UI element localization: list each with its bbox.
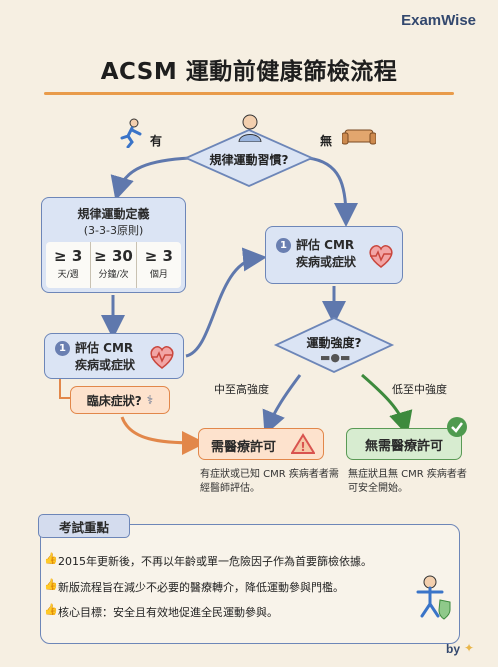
cmr-right-text: 1 評估 CMR 疾病或症狀 <box>276 237 356 271</box>
clearance-not-needed-box: 無需醫療許可 <box>346 428 462 460</box>
arrow-yes <box>110 156 191 201</box>
exam-key-points-panel <box>40 524 460 644</box>
svg-text:!: ! <box>300 440 305 454</box>
regular-exercise-definition: 規律運動定義 (3-3-3原則) ≥ 3 天/週 ≥ 30 分鐘/次 ≥ 3 個… <box>41 197 186 293</box>
yes-label: 有 <box>150 134 163 148</box>
couch-icon <box>342 129 376 145</box>
clinical-symptoms-box: 臨床症狀? ⚕ <box>70 386 170 414</box>
clearance-needed-label: 需醫療許可 <box>211 440 277 455</box>
arrow-cmr-left-right <box>185 247 267 358</box>
arrow-low <box>361 373 413 436</box>
decision-habit-label: 規律運動習慣? <box>209 153 289 167</box>
low-intensity-label: 低至中強度 <box>392 383 447 396</box>
arrow-high <box>262 374 302 436</box>
cmr-assessment-right: 1 評估 CMR 疾病或症狀 <box>265 226 403 284</box>
doctor-icon <box>238 114 262 142</box>
footer-logo-icon: ✦ <box>463 641 474 655</box>
exam-point: 新版流程旨在減少不必要的醫療轉介，降低運動參與門檻。 <box>58 581 344 594</box>
definition-value: ≥ 30 <box>94 247 133 265</box>
definition-item: ≥ 3 天/週 <box>46 242 92 288</box>
definition-item: ≥ 30 分鐘/次 <box>91 242 137 288</box>
definition-subtitle: (3-3-3原則) <box>83 224 144 237</box>
decision-diamond-intensity <box>273 317 395 373</box>
heart-pulse-icon <box>150 346 174 369</box>
no-label: 無 <box>320 134 333 148</box>
clearance-not-needed-note: 無症狀且無 CMR 疾病者者可安全開始。 <box>348 469 467 494</box>
runner-icon <box>120 118 142 148</box>
clinical-symptoms-label: 臨床症狀? <box>86 393 142 408</box>
exam-point: 核心目標：安全且有效地促進全民運動參與。 <box>58 606 278 619</box>
cmr-right-line2: 疾病或症狀 <box>296 255 357 269</box>
definition-value: ≥ 3 <box>144 247 173 265</box>
intensity-question: 運動強度? <box>306 336 362 350</box>
thumbs-up-icon: 👍 <box>44 603 58 616</box>
thumbs-up-icon: 👍 <box>44 552 58 565</box>
definition-unit: 天/週 <box>57 270 79 280</box>
page-title: ACSM 運動前健康篩檢流程 <box>100 59 398 85</box>
footer-by: by <box>445 642 460 656</box>
step-number-badge: 1 <box>276 238 291 253</box>
clearance-needed-note: 有症狀或已知 CMR 疾病者者需經醫師評估。 <box>200 469 339 494</box>
connector-cmr-clinical <box>59 378 70 399</box>
cmr-left-line1: 評估 CMR <box>75 341 134 355</box>
check-badge-icon <box>447 417 467 437</box>
arrow-clinical <box>120 416 206 455</box>
cmr-right-line1: 評估 CMR <box>296 238 355 252</box>
cmr-left-text: 1 評估 CMR 疾病或症狀 <box>55 340 135 374</box>
stethoscope-icon: ⚕ <box>146 393 154 407</box>
cmr-assessment-left: 1 評估 CMR 疾病或症狀 <box>44 333 184 379</box>
decision-diamond-habit <box>183 129 315 187</box>
definition-unit: 個月 <box>149 270 168 280</box>
exam-point: 2015年更新後，不再以年齡或單一危險因子作為首要篩檢依據。 <box>58 555 372 568</box>
brand-logo: ExamWise <box>401 12 476 29</box>
arrow-no <box>307 156 358 227</box>
exam-key-points-heading: 考試重點 <box>38 514 130 538</box>
title-underline <box>44 92 454 95</box>
heart-pulse-icon <box>369 245 393 268</box>
thumbs-up-icon: 👍 <box>44 578 58 591</box>
athlete-shield-icon <box>416 575 451 620</box>
definition-title: 規律運動定義 <box>77 207 150 221</box>
clearance-not-needed-label: 無需醫療許可 <box>364 438 443 454</box>
step-number-badge: 1 <box>55 341 70 356</box>
warning-icon: ! <box>291 433 315 454</box>
definition-item: ≥ 3 個月 <box>137 242 181 288</box>
dumbbell-icon: ▬●▬ <box>320 351 351 364</box>
cmr-left-line2: 疾病或症狀 <box>75 358 136 372</box>
definition-columns: ≥ 3 天/週 ≥ 30 分鐘/次 ≥ 3 個月 <box>46 242 181 288</box>
definition-value: ≥ 3 <box>54 247 83 265</box>
clearance-needed-box: 需醫療許可 ! <box>198 428 324 460</box>
definition-unit: 分鐘/次 <box>98 270 129 280</box>
high-intensity-label: 中至高強度 <box>214 383 269 396</box>
